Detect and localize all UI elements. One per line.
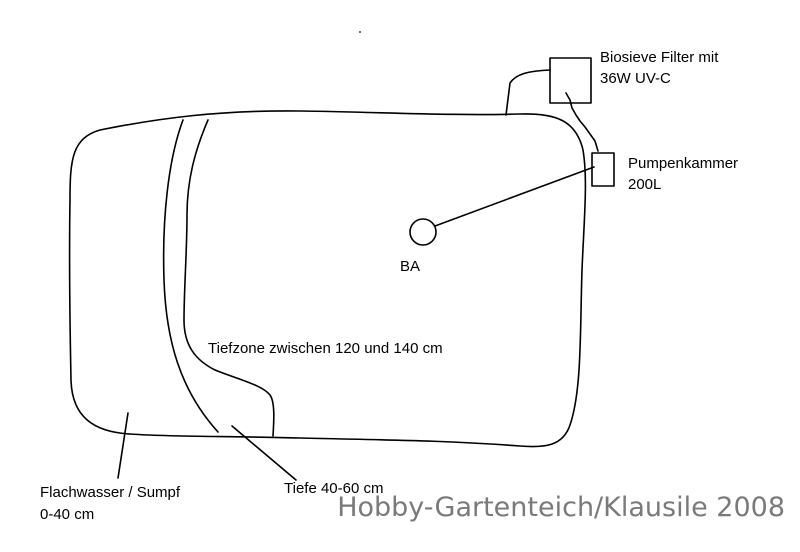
mid-depth-label: Tiefe 40-60 cm	[284, 480, 384, 497]
filter-inlet-pipe	[505, 69, 551, 116]
deep-zone-boundary	[183, 119, 275, 437]
shallow-label-line1: Flachwasser / Sumpf	[40, 484, 181, 501]
bottom-drain-label: BA	[400, 258, 420, 275]
filter-to-pump-pipe	[565, 92, 599, 152]
pond-outline	[68, 110, 587, 448]
mid-depth-leader-line	[231, 425, 297, 481]
deep-zone-label: Tiefzone zwischen 120 und 140 cm	[208, 340, 443, 357]
stray-dot	[359, 31, 361, 33]
filter-label-line2: 36W UV-C	[600, 70, 671, 87]
pump-label-line1: Pumpenkammer	[628, 155, 738, 172]
shallow-label-line2: 0-40 cm	[40, 506, 94, 523]
filter-label-line1: Biosieve Filter mit	[600, 49, 719, 66]
pump-chamber-box	[591, 152, 615, 187]
shallow-zone-boundary	[162, 119, 219, 433]
pump-label-line2: 200L	[628, 176, 661, 193]
drain-to-pump-line	[434, 166, 595, 227]
shallow-leader-line	[117, 412, 129, 479]
watermark-text: Hobby-Gartenteich/Klausile 2008	[337, 492, 785, 523]
bottom-drain-circle	[409, 218, 437, 246]
biosieve-filter-box	[549, 57, 592, 104]
